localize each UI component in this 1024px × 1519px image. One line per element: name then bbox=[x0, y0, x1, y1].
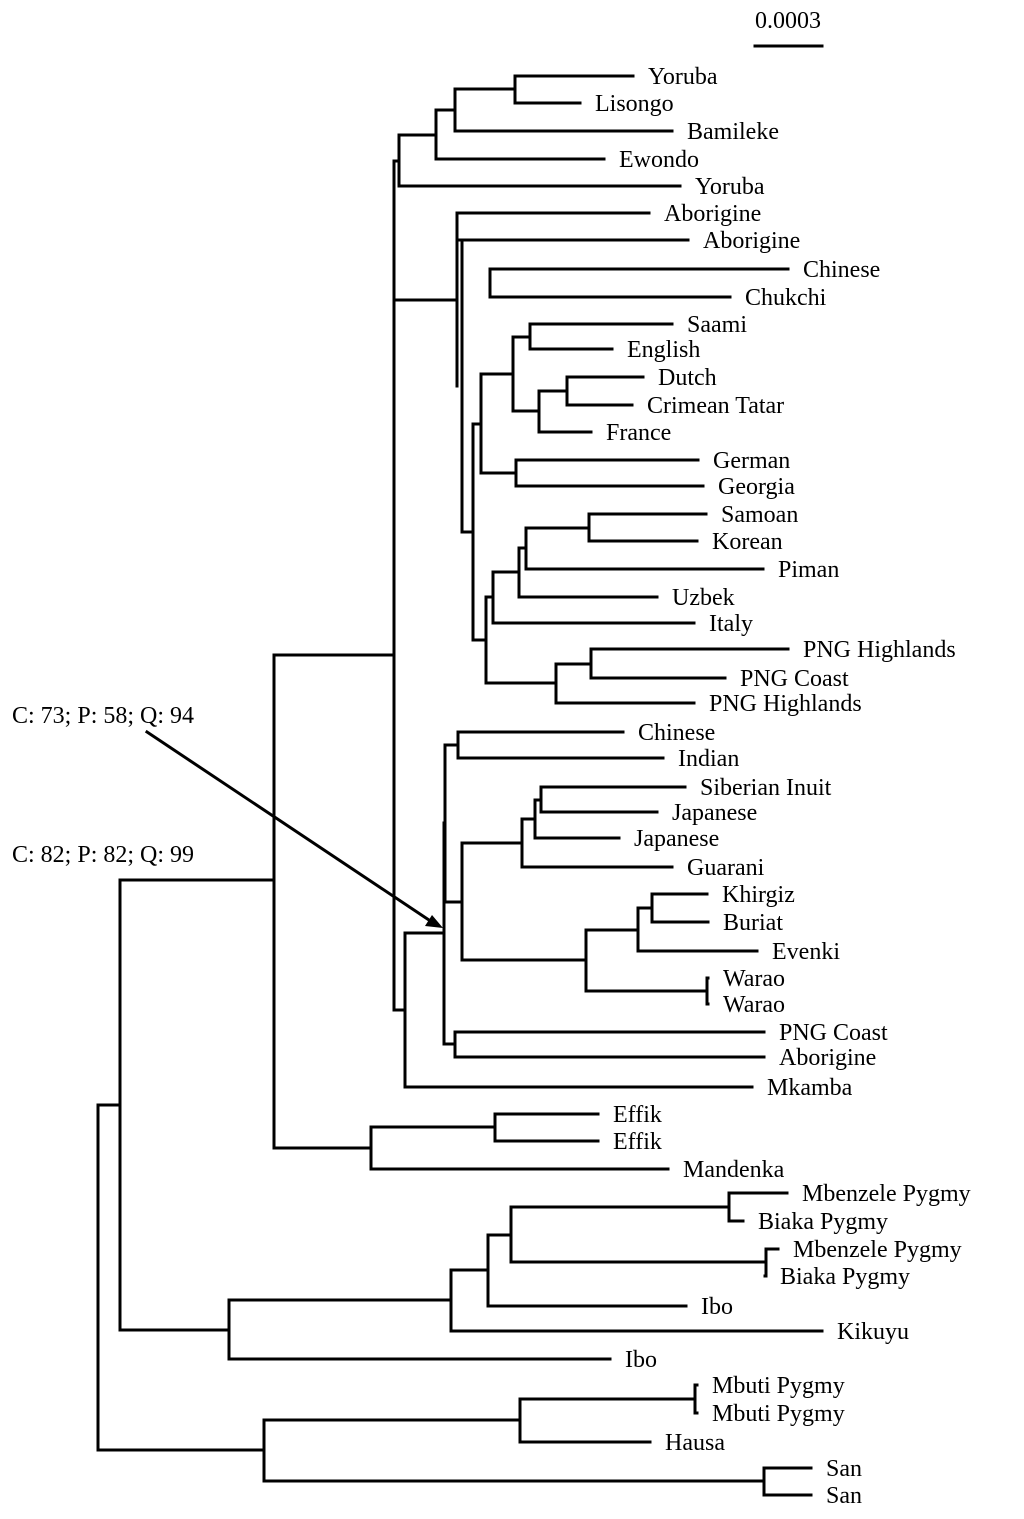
leaf-label: Mbenzele Pygmy bbox=[793, 1237, 962, 1263]
leaf-label: Crimean Tatar bbox=[647, 393, 784, 419]
support-annotation-lower: C: 82; P: 82; Q: 99 bbox=[12, 842, 194, 868]
leaf-label: France bbox=[606, 420, 671, 446]
leaf-label: Evenki bbox=[772, 939, 840, 965]
leaf-label: Warao bbox=[723, 966, 785, 992]
leaf-label: Georgia bbox=[718, 474, 795, 500]
leaf-label: Guarani bbox=[687, 855, 765, 881]
leaf-label: Japanese bbox=[634, 826, 719, 852]
leaf-label: Korean bbox=[712, 529, 783, 555]
leaf-label: German bbox=[713, 448, 790, 474]
leaf-label: Ibo bbox=[625, 1347, 657, 1373]
leaf-label: Ibo bbox=[701, 1294, 733, 1320]
tree-branches bbox=[96, 74, 824, 1497]
scale-bar: 0.0003 bbox=[753, 8, 824, 48]
leaf-label: Chukchi bbox=[745, 285, 827, 311]
support-label-upper: C: 73; P: 58; Q: 94 bbox=[12, 703, 194, 729]
leaf-label: Samoan bbox=[721, 502, 798, 528]
leaf-label: Mbuti Pygmy bbox=[712, 1373, 845, 1399]
leaf-label: PNG Coast bbox=[779, 1020, 888, 1046]
leaf-label: PNG Coast bbox=[740, 666, 849, 692]
leaf-label: Buriat bbox=[723, 910, 783, 936]
leaf-label: Lisongo bbox=[595, 91, 674, 117]
leaf-label: Mbuti Pygmy bbox=[712, 1401, 845, 1427]
leaf-label: Italy bbox=[709, 611, 753, 637]
leaf-label: Biaka Pygmy bbox=[780, 1264, 910, 1290]
leaf-label: Mbenzele Pygmy bbox=[802, 1181, 971, 1207]
leaf-label: Yoruba bbox=[695, 174, 765, 200]
leaf-label: Aborigine bbox=[664, 201, 761, 227]
leaf-label: Effik bbox=[613, 1129, 662, 1155]
leaf-label: Dutch bbox=[658, 365, 717, 391]
leaf-label: Aborigine bbox=[703, 228, 800, 254]
leaf-label: Ewondo bbox=[619, 147, 699, 173]
arrow-head bbox=[425, 915, 443, 928]
leaf-label: Aborigine bbox=[779, 1045, 876, 1071]
leaf-label: PNG Highlands bbox=[803, 637, 956, 663]
leaf-label: Chinese bbox=[803, 257, 880, 283]
support-annotation-upper: C: 73; P: 58; Q: 94 bbox=[12, 703, 443, 928]
leaf-label: Uzbek bbox=[672, 585, 735, 611]
scale-bar-label: 0.0003 bbox=[755, 8, 821, 34]
leaf-label: Mandenka bbox=[683, 1157, 785, 1183]
leaf-label: Japanese bbox=[672, 800, 757, 826]
leaf-label: Biaka Pygmy bbox=[758, 1209, 888, 1235]
annotation-arrow bbox=[144, 729, 435, 925]
leaf-label: Effik bbox=[613, 1102, 662, 1128]
leaf-label: Mkamba bbox=[767, 1075, 853, 1101]
leaf-label: Yoruba bbox=[648, 64, 718, 90]
leaf-label: PNG Highlands bbox=[709, 691, 862, 717]
leaf-label: English bbox=[627, 337, 700, 363]
leaf-label: Hausa bbox=[665, 1430, 725, 1456]
leaf-label: Bamileke bbox=[687, 119, 779, 145]
leaf-label: Piman bbox=[778, 557, 839, 583]
leaf-label: San bbox=[826, 1456, 862, 1482]
leaf-label: San bbox=[826, 1483, 862, 1509]
leaf-label: Warao bbox=[723, 992, 785, 1018]
support-label-lower: C: 82; P: 82; Q: 99 bbox=[12, 842, 194, 868]
leaf-labels: YorubaLisongoBamilekeEwondoYorubaAborigi… bbox=[595, 64, 971, 1509]
leaf-label: Chinese bbox=[638, 720, 715, 746]
leaf-label: Kikuyu bbox=[837, 1319, 909, 1345]
leaf-label: Saami bbox=[687, 312, 747, 338]
leaf-label: Khirgiz bbox=[722, 882, 795, 908]
leaf-label: Siberian Inuit bbox=[700, 775, 832, 801]
leaf-label: Indian bbox=[678, 746, 739, 772]
